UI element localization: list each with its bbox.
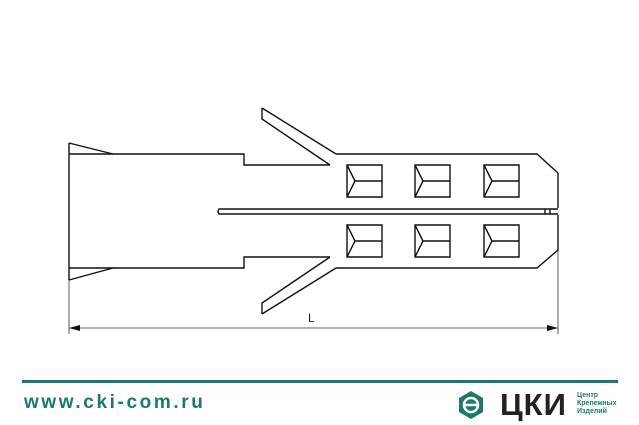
grip-tooth [414,224,451,258]
grip-tooth [483,164,520,198]
grip-tooth [483,224,520,258]
dowel-drawing [68,107,559,334]
upper-body-outline [69,153,559,208]
brand-name: ЦКИ [500,387,567,422]
company-logo: ЦКИ Центр Крепежных Изделий [456,387,626,422]
grip-tooth [346,164,383,198]
dimension-label: L [308,311,315,325]
subtitle-line: Крепежных [577,400,617,407]
grip-tooth [414,164,451,198]
hexagon-logo-icon [459,391,483,419]
lower-body-outline [69,215,559,269]
dimension-arrow-right [547,325,558,331]
website-link[interactable]: www.cki-com.ru [24,392,206,413]
center-slot [217,208,558,215]
grip-tooth [346,224,383,258]
upper-wing [261,107,337,166]
dimension-arrow-left [69,325,80,331]
flange-outline [68,142,114,281]
subtitle-line: Изделий [577,408,607,415]
subtitle-line: Центр [577,392,599,399]
footer-divider [22,380,618,383]
brand-subtitle: Центр Крепежных Изделий [577,392,617,416]
extension-lines [68,250,559,334]
lower-wing [261,256,337,315]
